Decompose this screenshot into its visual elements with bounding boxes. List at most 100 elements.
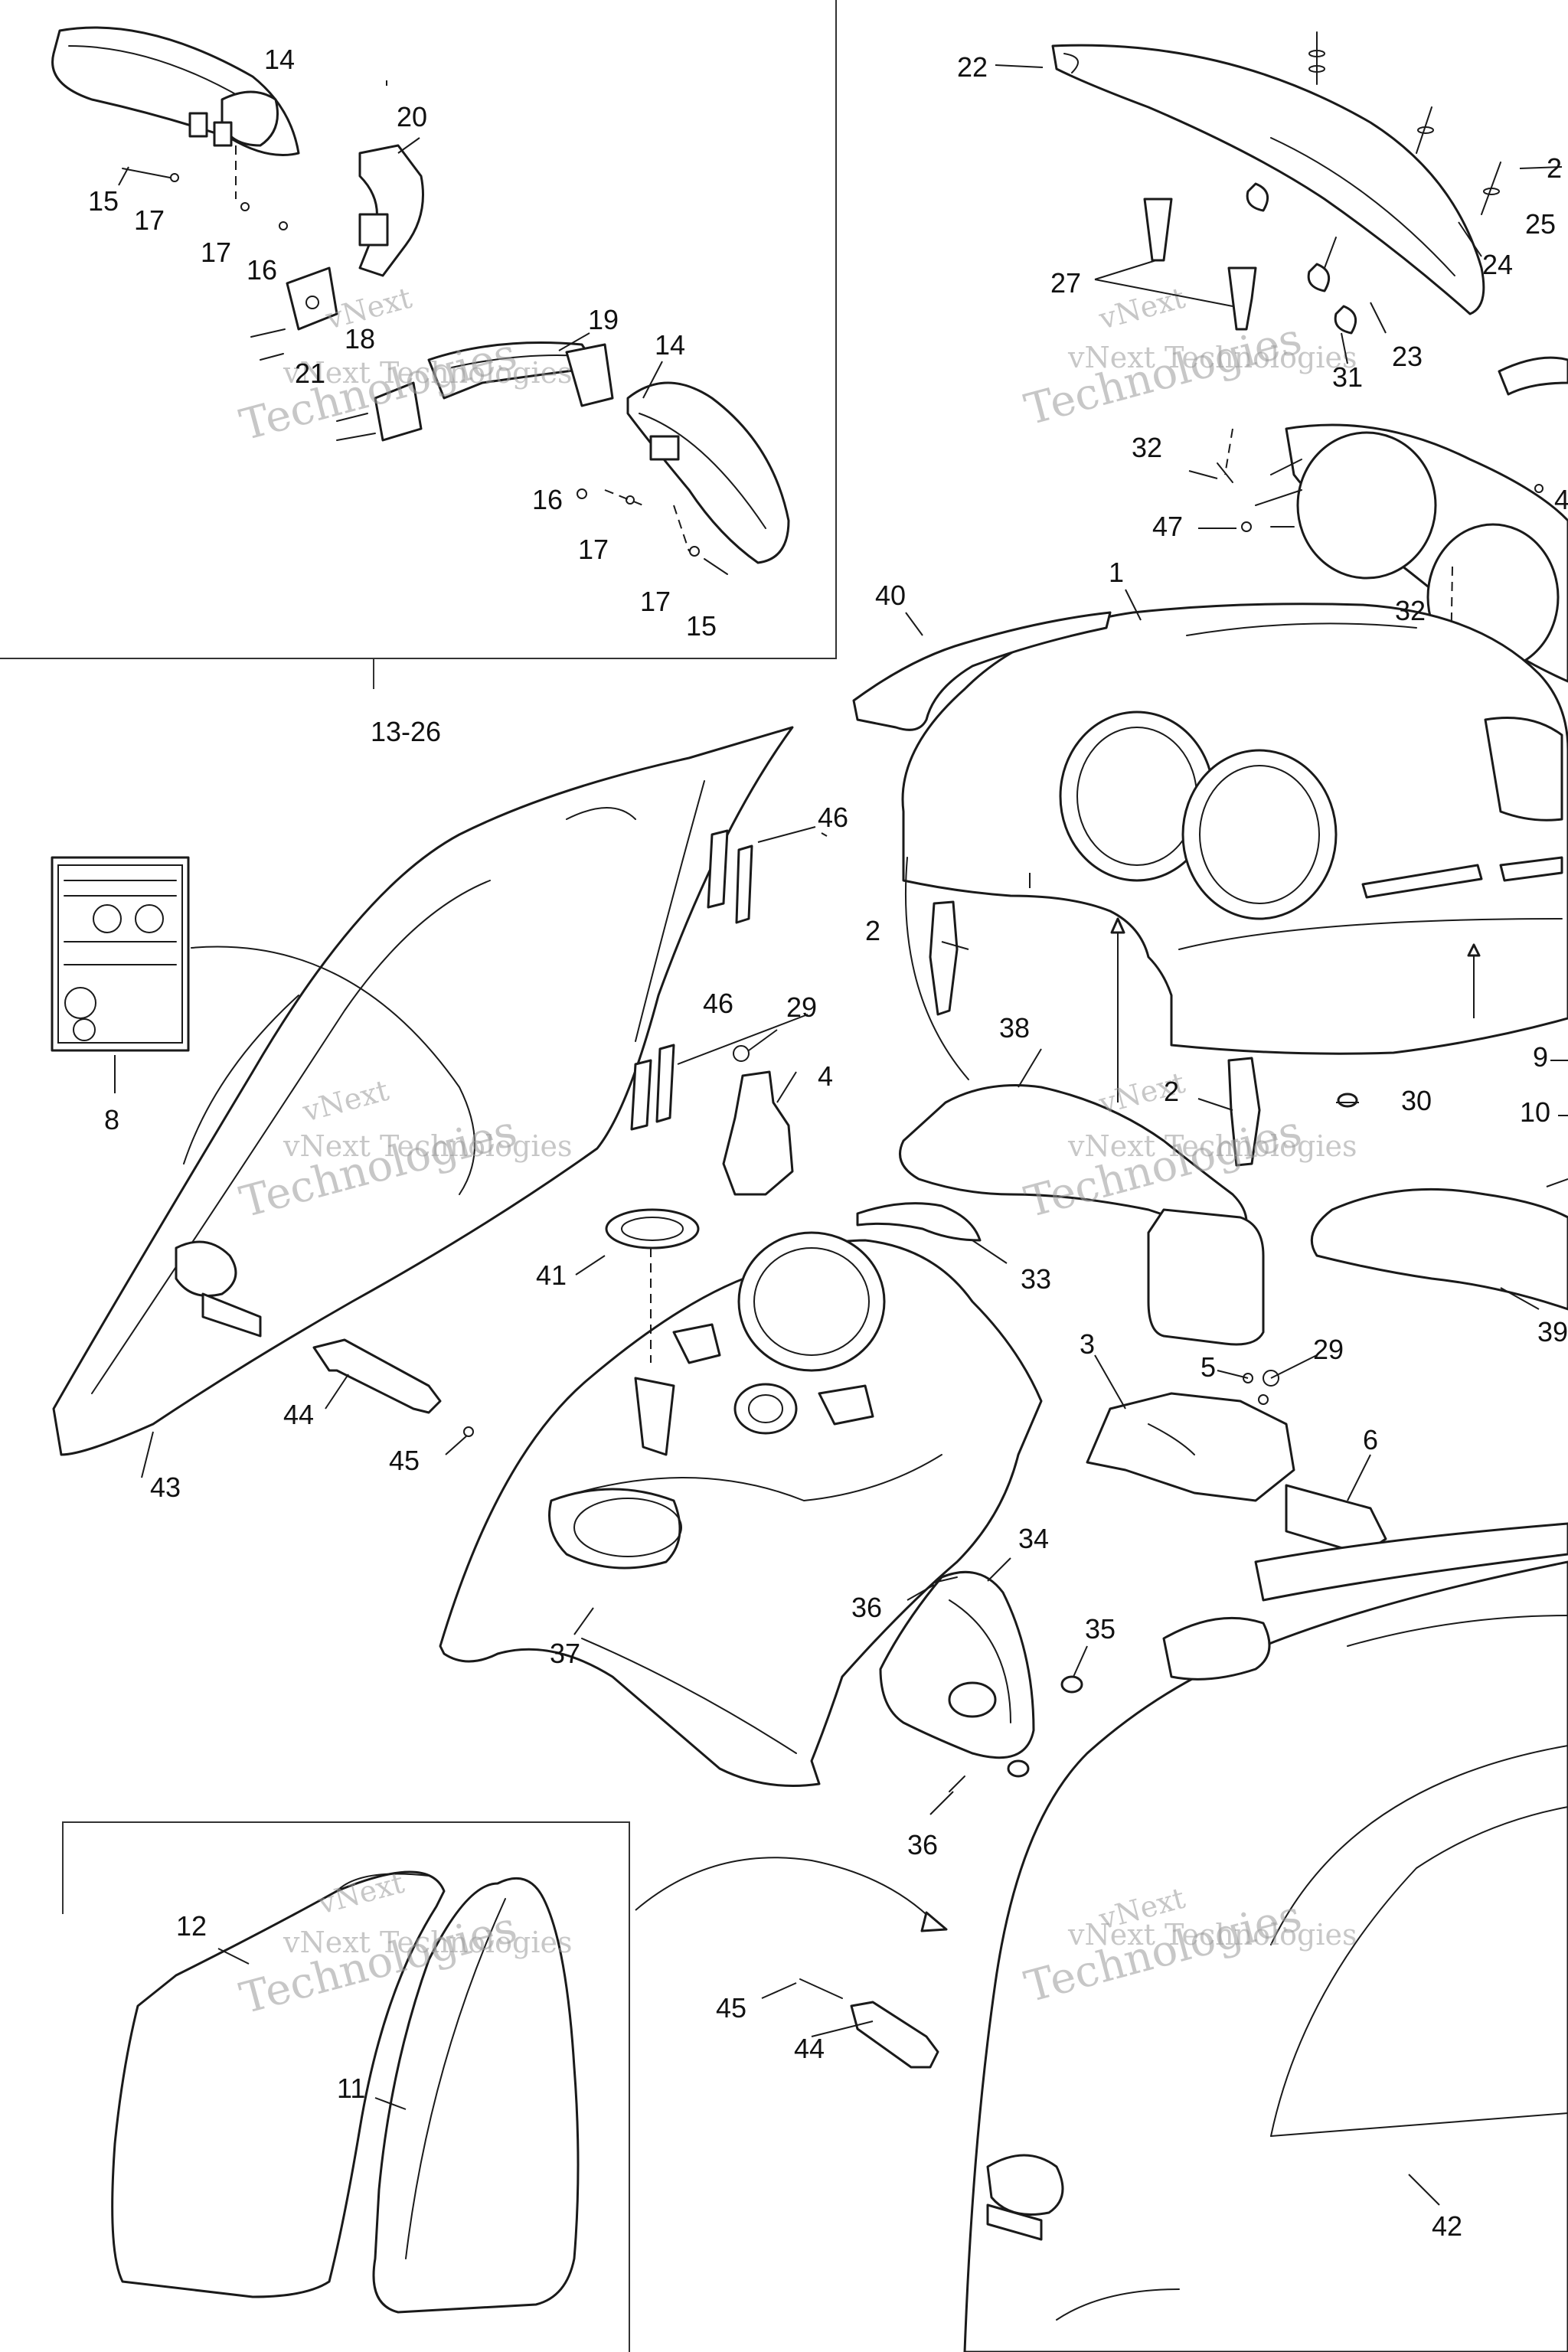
- grommet-30: [1337, 1093, 1358, 1108]
- handguard-right: [626, 381, 790, 564]
- callout-3: 3: [1080, 1328, 1095, 1360]
- windshield-22: [1051, 44, 1485, 315]
- callout-32-top: 32: [1132, 432, 1162, 463]
- watermark-line2: vNext Technologies: [1067, 341, 1357, 374]
- callout-labels: 14 20 15 17 17 16 18 21 19 14 16 17 17 1…: [88, 44, 1568, 2242]
- callout-46-lower: 46: [703, 988, 733, 1019]
- gauge-top-fragment: [1498, 356, 1568, 396]
- watermark-line2: vNext Technologies: [283, 1129, 572, 1163]
- hardware-bolts-left: [122, 145, 728, 575]
- callout-23: 23: [1392, 341, 1423, 372]
- callout-25: 25: [1525, 208, 1556, 240]
- callout-35: 35: [1085, 1613, 1116, 1645]
- watermark-line2: vNext Technologies: [1067, 1129, 1357, 1163]
- callout-17-c: 17: [578, 534, 609, 565]
- storage-cover-34: [879, 1570, 1083, 1792]
- mount-bracket-19: [374, 341, 614, 442]
- callout-24: 24: [1482, 249, 1513, 280]
- callout-38: 38: [999, 1012, 1030, 1044]
- callout-46-top: 46: [818, 802, 848, 833]
- callout-19: 19: [588, 304, 619, 335]
- callout-8: 8: [104, 1104, 119, 1135]
- center-console-37: [439, 1231, 1043, 1787]
- callout-29-right: 29: [1313, 1334, 1344, 1365]
- side-panel-right-42: [963, 1522, 1568, 2352]
- callout-45-left: 45: [389, 1445, 420, 1476]
- callout-33: 33: [1021, 1263, 1051, 1295]
- callout-1: 1: [1109, 557, 1124, 588]
- callout-9: 9: [1533, 1041, 1548, 1073]
- callout-14-top: 14: [264, 44, 295, 75]
- callout-5: 5: [1200, 1351, 1216, 1383]
- callout-36-bottom: 36: [907, 1829, 938, 1860]
- callout-2-edge: 2: [1547, 152, 1562, 184]
- callout-36-top: 36: [851, 1592, 882, 1623]
- leader-lines: [114, 64, 1568, 2206]
- watermark-2: vNext vNext Technologies Technologies: [1020, 281, 1357, 436]
- callout-44-left: 44: [283, 1399, 314, 1430]
- callout-31: 31: [1332, 361, 1363, 393]
- callout-34: 34: [1018, 1523, 1049, 1554]
- callout-14-right: 14: [655, 329, 685, 361]
- callout-2-left: 2: [865, 915, 880, 946]
- callout-44-right: 44: [794, 2033, 825, 2064]
- watermark-line3: Technologies: [1020, 314, 1307, 436]
- callout-30: 30: [1401, 1085, 1432, 1116]
- callout-16-bottom: 16: [532, 484, 563, 515]
- callout-17-a: 17: [134, 204, 165, 236]
- callout-27: 27: [1050, 267, 1081, 299]
- callout-41: 41: [536, 1259, 567, 1291]
- callout-29-top: 29: [786, 991, 817, 1023]
- side-panel-left-43: [52, 726, 794, 1456]
- callout-39: 39: [1537, 1316, 1568, 1348]
- inset-frame-panels: [62, 1821, 630, 2352]
- fuel-ring-41: [605, 1208, 700, 1363]
- clamp-18: [286, 266, 338, 331]
- grommet-27: [1143, 198, 1257, 331]
- callout-15-bottom: 15: [686, 610, 717, 642]
- clip-2: [929, 900, 1261, 1167]
- callout-13-26: 13-26: [371, 716, 441, 747]
- bracket-4: [722, 1045, 794, 1196]
- watermark-line2: vNext Technologies: [1067, 1918, 1357, 1952]
- watermark-line2: vNext Technologies: [283, 1926, 572, 1959]
- callout-11: 11: [337, 2073, 365, 2104]
- callout-40: 40: [875, 580, 906, 611]
- windshield-fasteners: [1246, 31, 1501, 335]
- upward-arrows: [1110, 917, 1125, 1102]
- callout-15-top: 15: [88, 185, 119, 217]
- callout-21: 21: [295, 358, 325, 389]
- gauge-support-bracket: [1224, 423, 1568, 683]
- callout-43: 43: [150, 1472, 181, 1503]
- callout-6: 6: [1363, 1424, 1378, 1455]
- callout-22: 22: [957, 51, 988, 83]
- callout-10: 10: [1520, 1096, 1550, 1128]
- callout-2-right: 2: [1164, 1076, 1179, 1107]
- callout-45-right: 45: [716, 1992, 746, 2024]
- watermark-line3: Technologies: [235, 329, 522, 451]
- instrument-cover-1: [901, 603, 1568, 1055]
- callout-17-d: 17: [640, 586, 671, 617]
- foam-cushion-38: [899, 1084, 1265, 1346]
- grab-handle-44-right: [799, 1978, 939, 2069]
- callout-4-edge: 4: [1554, 484, 1568, 515]
- callout-16-top: 16: [247, 254, 277, 286]
- bracket-33: [856, 1202, 982, 1242]
- vent-strips-46: [630, 829, 753, 1131]
- callout-20: 20: [397, 101, 427, 132]
- callout-37: 37: [550, 1638, 580, 1669]
- handguard-left: [51, 26, 300, 156]
- flow-arrow: [635, 1857, 948, 1932]
- callout-18: 18: [345, 323, 375, 354]
- bracket-3-6: [1086, 1370, 1387, 1556]
- foam-cushion-39: [1310, 1187, 1568, 1311]
- callout-32-right: 32: [1395, 595, 1426, 626]
- inset-frame-handguards: [0, 0, 837, 689]
- mount-bracket-20: [358, 144, 424, 277]
- panel-12: [111, 1870, 446, 2298]
- watermark-line2: vNext Technologies: [283, 356, 572, 390]
- callout-12: 12: [176, 1910, 207, 1942]
- decal-8: [51, 856, 475, 1195]
- panel-11: [372, 1877, 580, 2314]
